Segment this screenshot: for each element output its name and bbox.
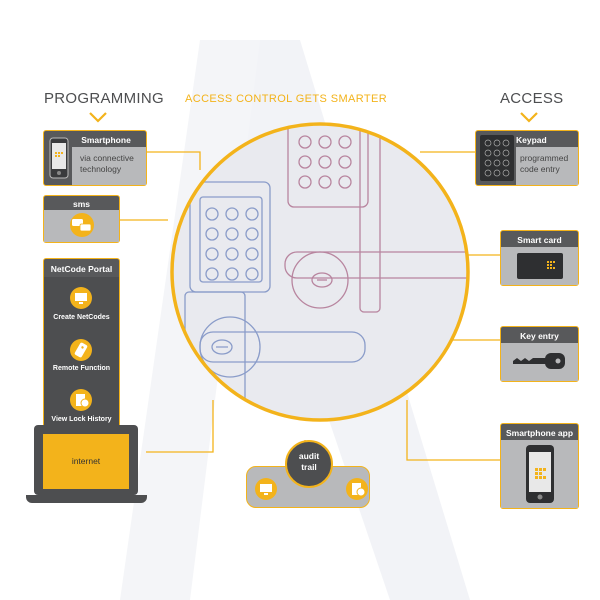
sms-title: sms: [72, 199, 90, 209]
monitor-icon[interactable]: [70, 287, 92, 309]
smartphone-title: Smartphone: [81, 135, 131, 145]
audit-trail-label-2: trail: [301, 462, 317, 472]
portal-item-create[interactable]: Create NetCodes: [53, 314, 110, 321]
keypad-desc-2: code entry: [520, 164, 560, 174]
portal-title: NetCode Portal: [50, 264, 113, 274]
smartphone-app-title: Smartphone app: [505, 428, 574, 438]
remote-icon[interactable]: [70, 339, 92, 361]
access-chevron-icon: [520, 112, 538, 123]
laptop-base: [26, 495, 147, 503]
smartphone-app-card[interactable]: Smartphone app: [500, 423, 579, 509]
programming-header: PROGRAMMING: [44, 90, 164, 107]
audit-history-icon[interactable]: [346, 478, 368, 500]
smartphone-desc-2: technology: [80, 164, 122, 174]
netcode-portal-card: NetCode Portal Create NetCodes Remote Fu…: [43, 258, 120, 432]
audit-trail-label-1: audit: [298, 451, 320, 461]
sms-card[interactable]: sms: [43, 195, 120, 243]
key-entry-card[interactable]: Key entry: [500, 326, 579, 382]
keypad-body: programmed code entry: [516, 147, 578, 185]
access-header: ACCESS: [500, 90, 564, 107]
keypad-desc-1: programmed: [520, 153, 569, 163]
smartphone-icon: [49, 137, 69, 179]
smart-card-card[interactable]: Smart card: [500, 230, 579, 286]
center-title: ACCESS CONTROL GETS SMARTER: [185, 93, 388, 105]
audit-trail-circle[interactable]: [285, 440, 333, 488]
smartphone-body: via connective technology: [72, 147, 146, 185]
keypad-card[interactable]: Keypad programmed code entry: [475, 130, 579, 186]
key-entry-title: Key entry: [520, 331, 559, 341]
lock-illustration: [170, 122, 470, 422]
phone-app-icon: [526, 445, 554, 503]
history-icon[interactable]: [70, 389, 92, 411]
portal-item-history[interactable]: View Lock History: [51, 416, 112, 423]
laptop-screen: [43, 434, 129, 489]
audit-monitor-icon[interactable]: [255, 478, 277, 500]
card-icon: [517, 253, 563, 279]
sms-icon: [70, 213, 94, 237]
programming-chevron-icon: [89, 112, 107, 123]
laptop-screen-label: internet: [71, 456, 101, 466]
portal-item-remote[interactable]: Remote Function: [52, 365, 111, 372]
smart-card-title: Smart card: [517, 235, 562, 245]
keypad-title: Keypad: [516, 135, 547, 145]
laptop: internet: [26, 425, 147, 507]
keypad-icon: [480, 135, 514, 181]
key-icon: [513, 353, 565, 369]
smartphone-desc-1: via connective: [80, 153, 134, 163]
smartphone-card[interactable]: Smartphone via connective technology: [43, 130, 147, 186]
